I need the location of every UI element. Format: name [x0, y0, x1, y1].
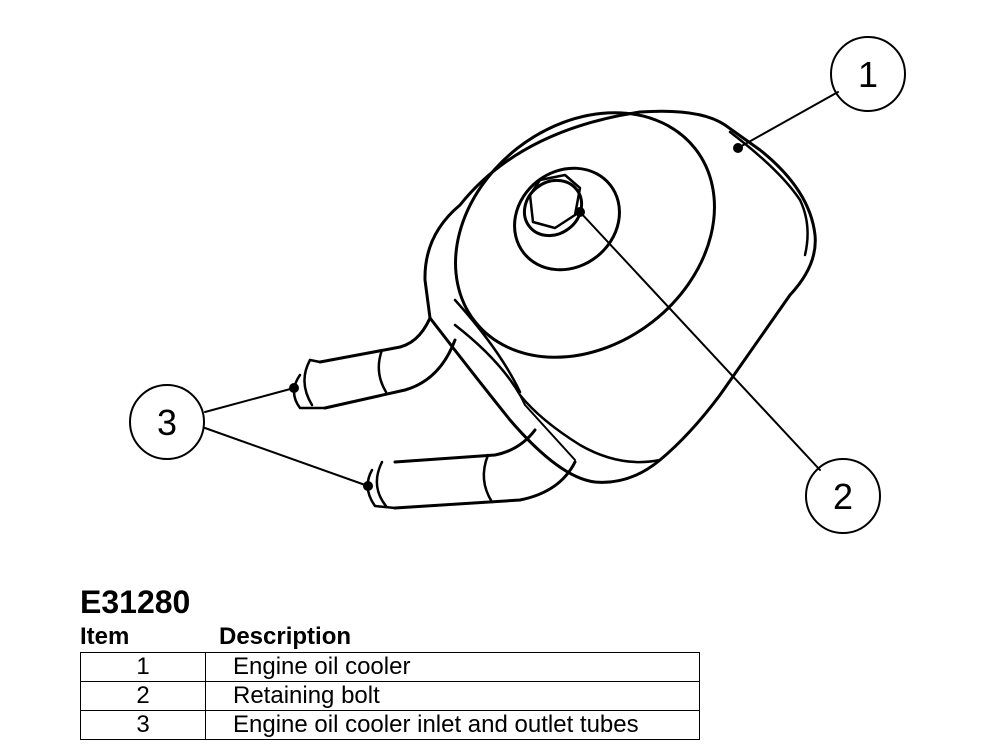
oil-cooler-diagram: 1 2 3	[129, 36, 906, 534]
legend-item-description: Engine oil cooler inlet and outlet tubes	[205, 710, 700, 740]
table-row: 1 Engine oil cooler	[80, 652, 700, 682]
figure-id: E31280	[80, 584, 191, 620]
callout-2-label: 2	[833, 476, 853, 517]
legend-item-description: Engine oil cooler	[205, 652, 700, 682]
legend-item-number: 2	[80, 681, 206, 711]
legend-header: Item Description	[80, 622, 700, 652]
leader-dots	[289, 143, 743, 491]
cooler-face-plate	[453, 111, 716, 394]
legend-header-description: Description	[219, 623, 352, 650]
callout-3: 3	[129, 384, 205, 460]
legend-header-item: Item	[80, 623, 130, 650]
upper-tube	[292, 316, 457, 410]
callout-2: 2	[805, 458, 881, 534]
oil-cooler-housing	[423, 109, 817, 484]
table-row: 2 Retaining bolt	[80, 681, 700, 711]
table-row: 3 Engine oil cooler inlet and outlet tub…	[80, 710, 700, 740]
callout-1-label: 1	[858, 54, 878, 95]
legend-item-description: Retaining bolt	[205, 681, 700, 711]
legend-table: 1 Engine oil cooler 2 Retaining bolt 3 E…	[80, 652, 700, 740]
callout-3-label: 3	[157, 402, 177, 443]
callout-1: 1	[830, 36, 906, 112]
retaining-bolt-graphic	[513, 166, 621, 272]
lower-tube	[366, 428, 577, 510]
legend-item-number: 1	[80, 652, 206, 682]
legend-item-number: 3	[80, 710, 206, 740]
leader-lines	[204, 91, 839, 487]
